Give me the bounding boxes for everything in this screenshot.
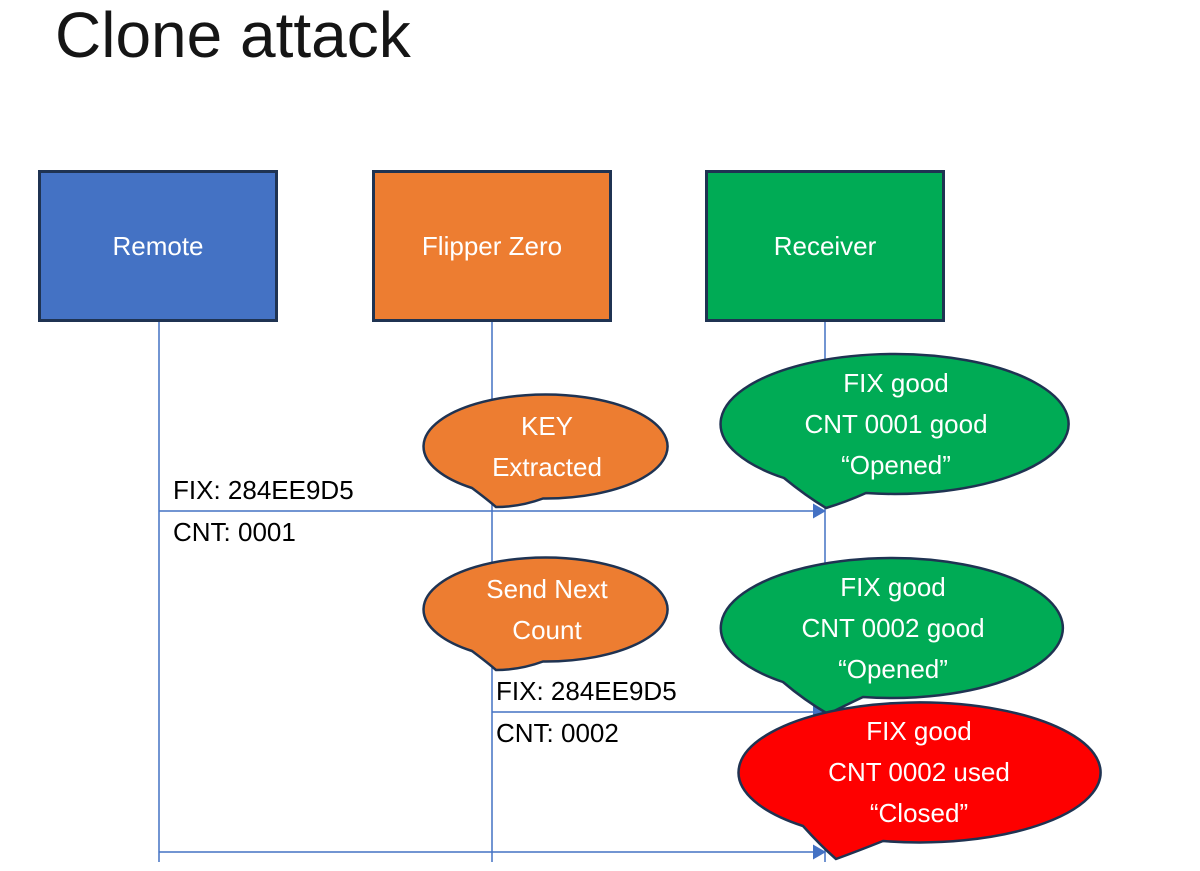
callout-text-cnt-0002-good: FIX good CNT 0002 good “Opened” bbox=[743, 567, 1043, 690]
message-arrow-3-head bbox=[813, 844, 826, 860]
callout-line: FIX good bbox=[843, 368, 949, 398]
callout-text-send-next-count: Send Next Count bbox=[427, 569, 667, 651]
actor-label-remote: Remote bbox=[112, 230, 204, 261]
message-label-2: FIX: 284EE9D5 CNT: 0002 bbox=[496, 670, 677, 754]
actor-label-flipper-zero: Flipper Zero bbox=[421, 230, 563, 261]
callout-line: FIX good bbox=[866, 716, 972, 746]
callout-bubble-send-next-count bbox=[422, 556, 669, 672]
callout-line: “Opened” bbox=[838, 654, 948, 684]
callout-text-cnt-0002-used: FIX good CNT 0002 used “Closed” bbox=[769, 711, 1069, 834]
callout-line: CNT 0002 good bbox=[801, 613, 985, 643]
actor-box-receiver: Receiver bbox=[705, 170, 945, 322]
callout-line: FIX good bbox=[840, 572, 946, 602]
callout-line: Send Next bbox=[486, 574, 608, 604]
callout-bubble-cnt-0002-used bbox=[737, 701, 1102, 861]
callout-line: CNT 0002 used bbox=[828, 757, 1010, 787]
callout-line: “Opened” bbox=[841, 450, 951, 480]
callout-bubble-key-extracted bbox=[422, 393, 669, 509]
message-2-fix: FIX: 284EE9D5 bbox=[496, 676, 677, 706]
message-2-cnt: CNT: 0002 bbox=[496, 718, 619, 748]
message-label-1: FIX: 284EE9D5 CNT: 0001 bbox=[173, 469, 354, 553]
message-arrow-1-head bbox=[813, 503, 826, 519]
message-1-fix: FIX: 284EE9D5 bbox=[173, 475, 354, 505]
actor-label-receiver: Receiver bbox=[773, 230, 877, 261]
callout-text-key-extracted: KEY Extracted bbox=[427, 406, 667, 488]
callout-line: “Closed” bbox=[869, 798, 969, 828]
callout-bubble-cnt-0002-good bbox=[719, 556, 1064, 716]
actor-box-remote: Remote bbox=[38, 170, 278, 322]
callout-line: Extracted bbox=[492, 452, 602, 482]
page-title: Clone attack bbox=[55, 0, 411, 71]
callout-line: CNT 0001 good bbox=[804, 409, 988, 439]
callout-line: Count bbox=[512, 615, 582, 645]
callout-line: KEY bbox=[520, 411, 574, 441]
callout-bubble-cnt-0001-good bbox=[719, 352, 1070, 510]
actor-box-flipper-zero: Flipper Zero bbox=[372, 170, 612, 322]
message-1-cnt: CNT: 0001 bbox=[173, 517, 296, 547]
callout-text-cnt-0001-good: FIX good CNT 0001 good “Opened” bbox=[746, 363, 1046, 486]
